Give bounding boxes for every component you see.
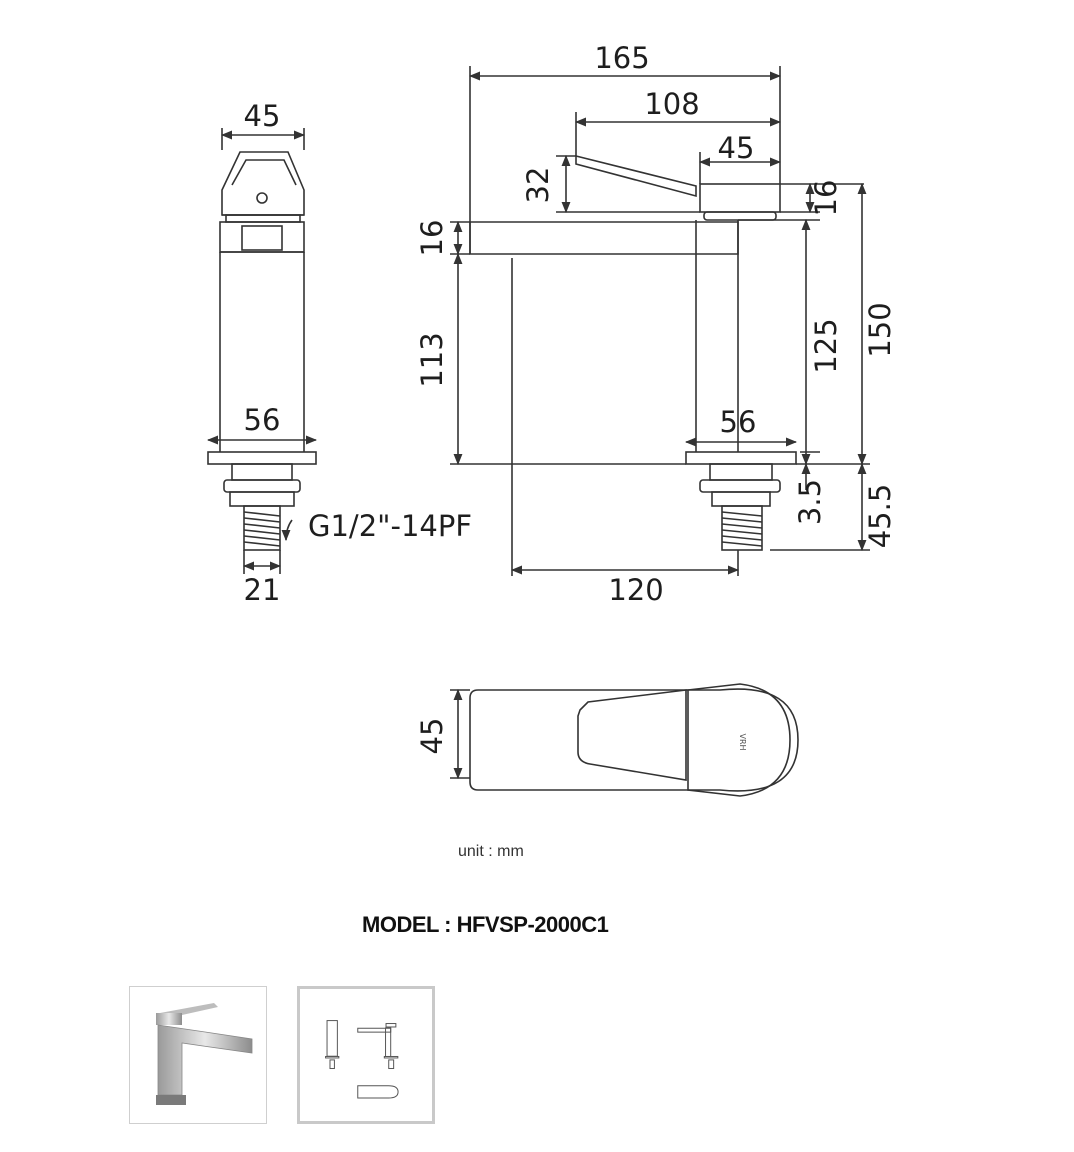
dimension-drawing-mini <box>325 1020 399 1099</box>
side-top-width-label: 45 <box>244 99 281 133</box>
front-view <box>469 154 797 551</box>
front-dimensions <box>450 66 870 576</box>
front-base-width-label: 56 <box>720 405 757 439</box>
spout-thickness-label: 16 <box>415 220 449 257</box>
technical-drawing: 45 56 21 G1/2"-14PF 165 108 45 56 120 32… <box>206 41 897 797</box>
total-length-label: 165 <box>594 41 649 75</box>
brand-logo-mark: VRH <box>738 733 747 750</box>
handle-rise-label: 32 <box>521 167 555 204</box>
reach-label: 120 <box>608 573 663 607</box>
handle-length-label: 108 <box>644 87 699 121</box>
unit-label: unit : mm <box>458 843 524 860</box>
side-base-width-label: 56 <box>244 403 281 437</box>
side-dimensions <box>206 128 318 574</box>
cap-height-label: 16 <box>809 180 843 217</box>
faucet-photo-image <box>156 1003 253 1105</box>
side-view <box>207 151 317 551</box>
thumbnail-faucet-photo[interactable] <box>129 986 267 1124</box>
base-thickness-label: 3.5 <box>793 479 827 525</box>
thumbnail-dimension-drawing[interactable] <box>297 986 435 1124</box>
body-height-label: 125 <box>809 318 843 373</box>
shank-length-label: 45.5 <box>863 484 897 549</box>
side-thread-width-label: 21 <box>244 573 281 607</box>
thread-spec-label: G1/2"-14PF <box>308 509 472 543</box>
top-depth-label: 45 <box>415 718 449 755</box>
top-view <box>450 683 799 797</box>
total-height-label: 150 <box>863 302 897 357</box>
model-label: MODEL : HFVSP-2000C1 <box>362 912 609 937</box>
spout-height-label: 113 <box>415 332 449 387</box>
cap-width-label: 45 <box>718 131 755 165</box>
